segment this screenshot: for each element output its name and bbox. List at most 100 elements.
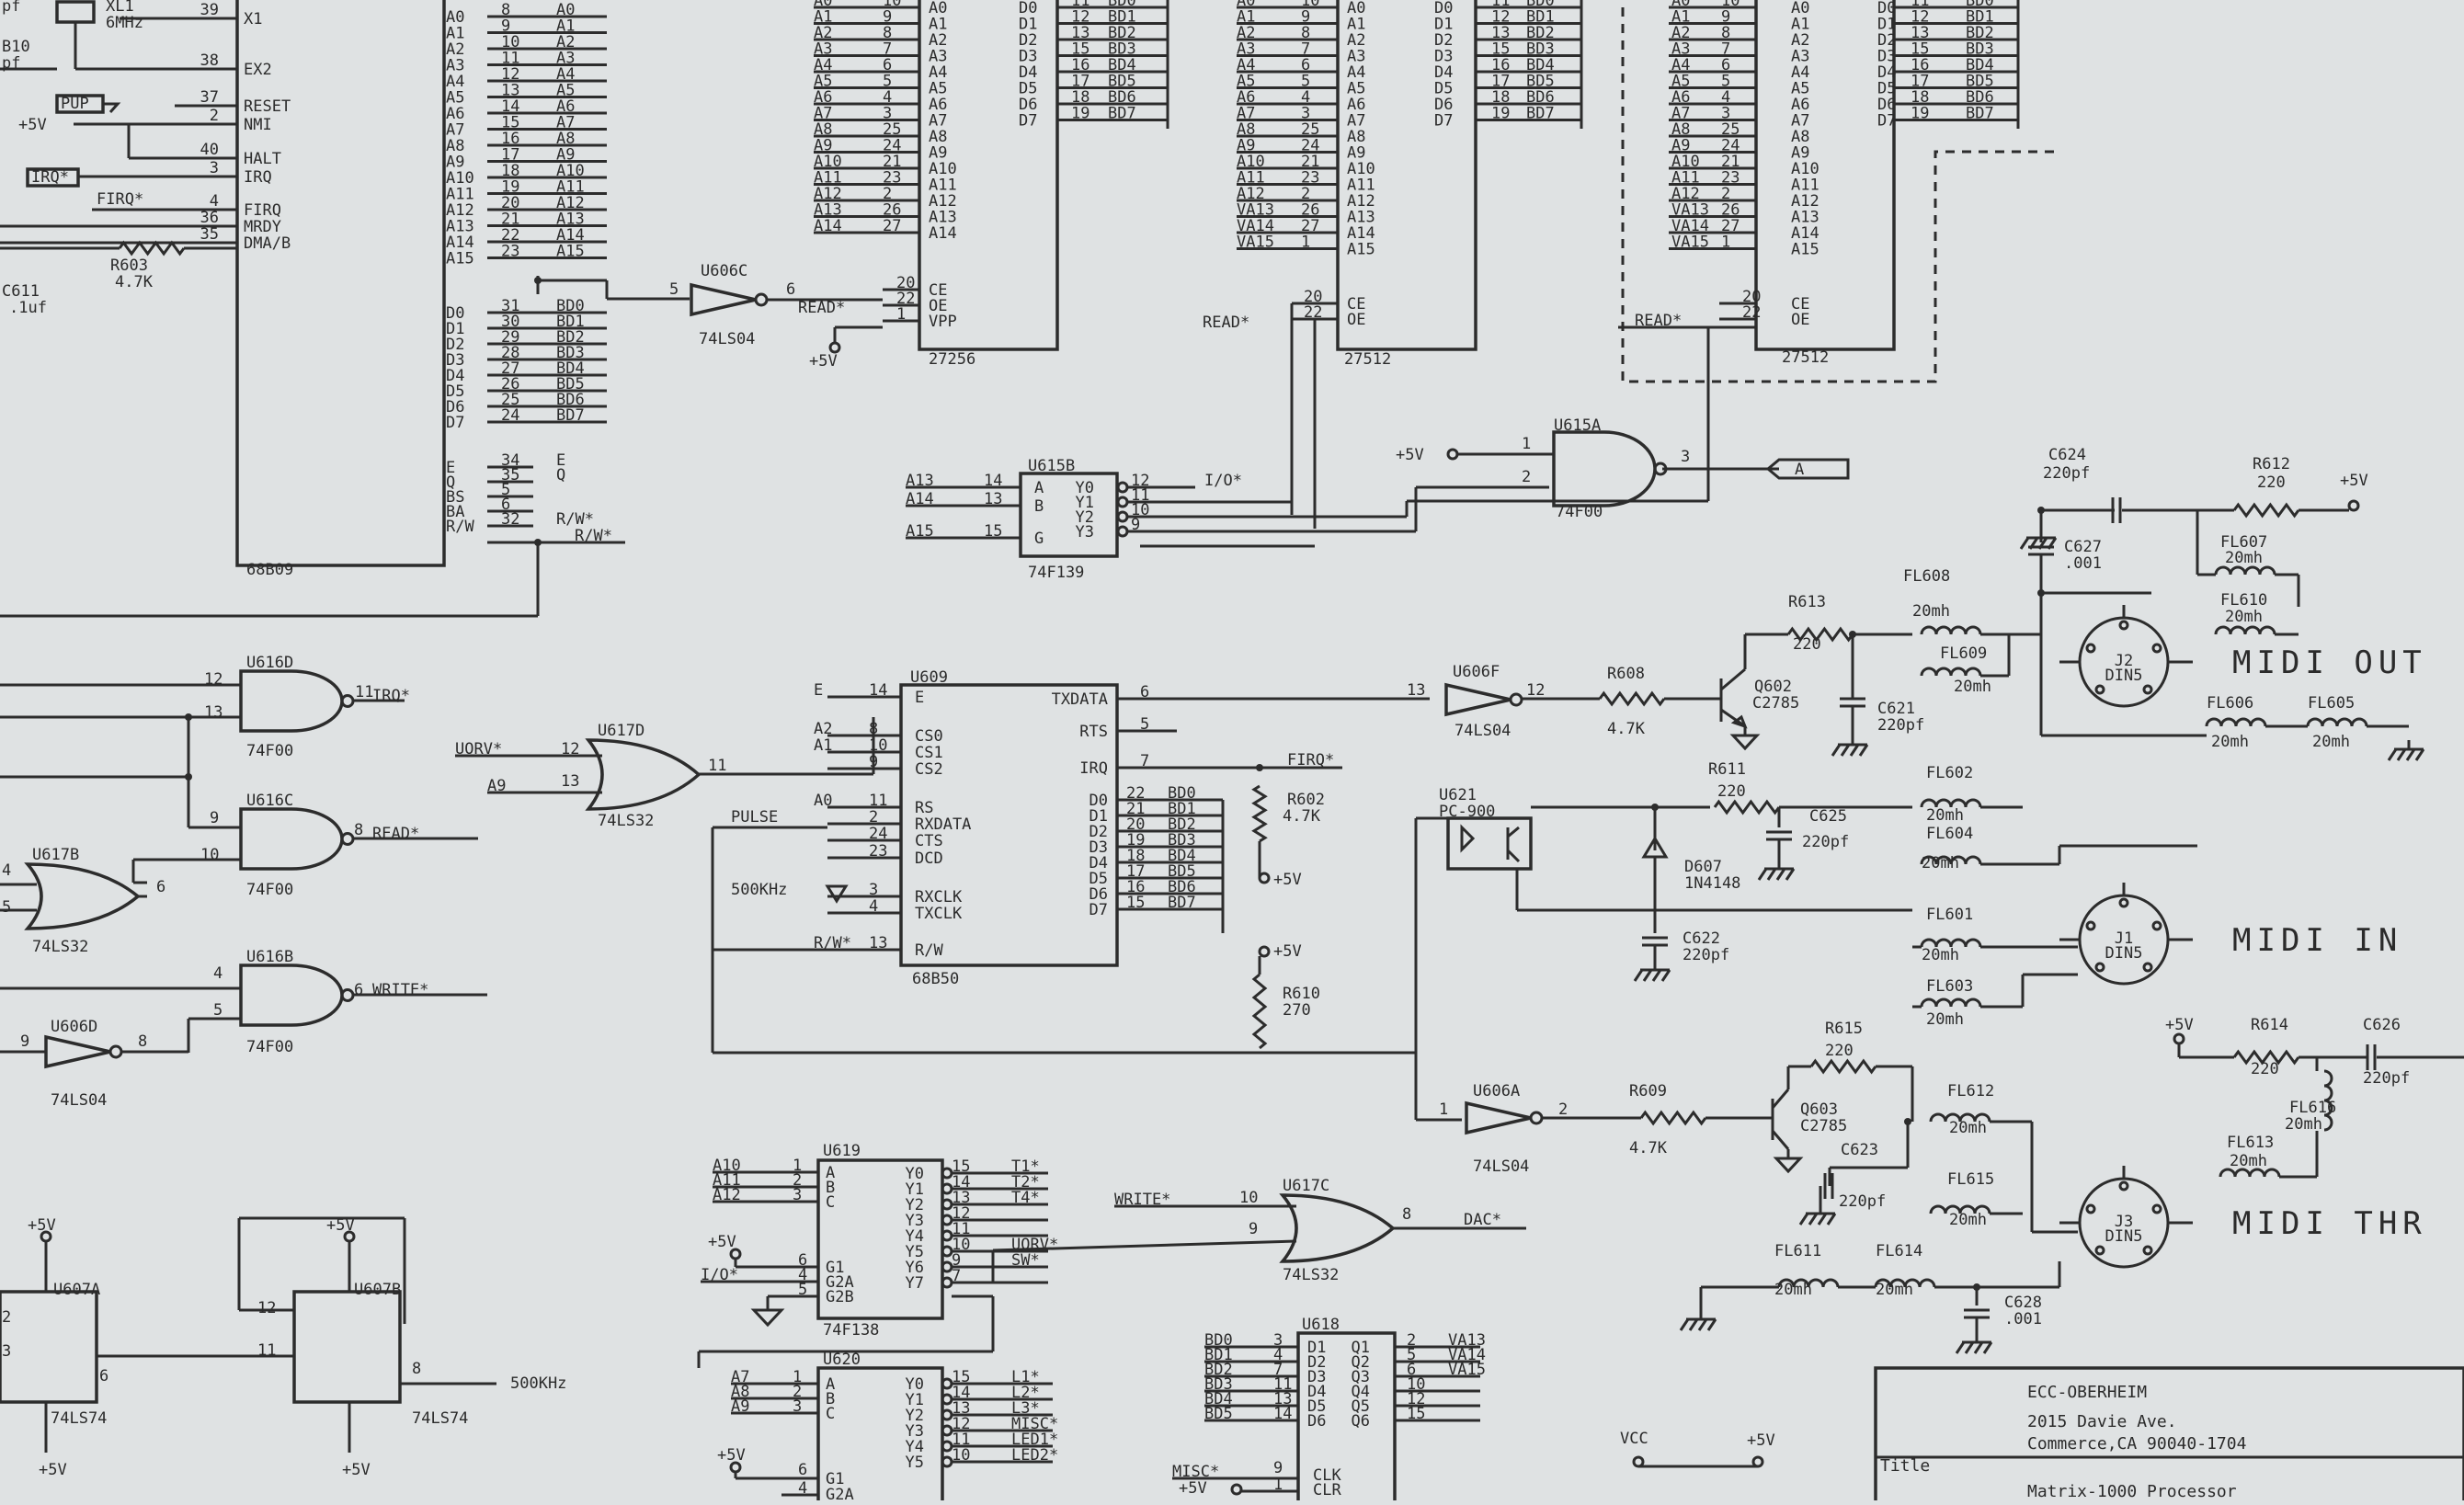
ground-symbol <box>1633 961 1671 982</box>
eprom-address-pin: A9 <box>1347 144 1365 163</box>
resistor-symbol <box>1786 626 1854 643</box>
c626-value: 220pf <box>2363 1069 2410 1088</box>
eprom-data-pin: D1 <box>1019 16 1037 34</box>
address-net: A9 <box>1237 137 1255 155</box>
r608-ref: R608 <box>1607 665 1645 683</box>
pin-number: 7 <box>883 40 892 59</box>
pin-number: 7 <box>1140 752 1149 770</box>
acia-pin: RTS <box>1079 723 1108 741</box>
q602-type: C2785 <box>1752 694 1799 713</box>
pin-number: 21 <box>1126 800 1145 818</box>
cpu-ctl-pin: BA <box>446 503 464 521</box>
address-net: A13 <box>814 201 842 220</box>
pin-number: 9 <box>1301 8 1310 27</box>
read-net-label: READ* <box>372 825 419 843</box>
data-net: BD7 <box>1966 105 1994 123</box>
inductor-symbol <box>1920 938 1982 948</box>
acia-data-pin: D6 <box>1089 885 1108 904</box>
pin-number: 20 <box>1304 288 1322 306</box>
pin-number: 4 <box>798 1479 807 1498</box>
eprom-address-pin: A12 <box>1347 192 1375 211</box>
cpu-pin-number: 35 <box>200 225 219 244</box>
data-net: BD3 <box>1526 40 1555 59</box>
address-net: A7 <box>814 105 832 123</box>
resistor-symbol <box>1809 1058 1877 1075</box>
eprom-address-pin: A9 <box>929 144 947 163</box>
decoder-pin: Y3 <box>906 1422 924 1441</box>
pin-number: 13 <box>1273 1390 1292 1408</box>
pin-number: 11 <box>1131 486 1149 505</box>
inversion-bubble <box>941 1377 953 1390</box>
pin-number: 6 <box>786 280 795 299</box>
address-net: A12 <box>1671 185 1700 203</box>
cpu-ref: 68B09 <box>246 561 293 579</box>
eprom-address-pin: A7 <box>929 112 947 131</box>
pin-number: 22 <box>896 290 915 308</box>
d607-ref: D607 <box>1684 858 1722 876</box>
eprom-data-pin: D1 <box>1434 16 1453 34</box>
cpu-pin-number: 6 <box>501 496 510 514</box>
address-net: A12 <box>814 185 842 203</box>
nand-gate <box>239 963 344 1027</box>
midi-port-label: MIDI THR <box>2232 1205 2427 1242</box>
address-net: A0 <box>556 1 575 19</box>
ferrite-value: 20mh <box>2225 549 2263 567</box>
eprom-address-pin: A9 <box>1791 144 1809 163</box>
address-net: A12 <box>1237 185 1265 203</box>
decoder-pin: Y3 <box>906 1212 924 1230</box>
rw-net-label: R/W* <box>575 527 612 545</box>
decoder-output-net: T4* <box>1011 1189 1040 1207</box>
acia-pin: RXDATA <box>915 815 971 834</box>
data-net: BD5 <box>1204 1405 1233 1423</box>
pin-number: 18 <box>1126 847 1145 865</box>
pin-number: 5 <box>1721 73 1730 91</box>
resistor-symbol <box>2232 1049 2300 1066</box>
ferrite-ref: FL601 <box>1926 906 1973 924</box>
latch-pin: D2 <box>1307 1353 1326 1372</box>
data-net: BD5 <box>1966 73 1994 91</box>
pin-number: 8 <box>869 720 878 738</box>
decoder-output-net: MISC* <box>1011 1415 1058 1433</box>
decoder-pin: Y0 <box>906 1375 924 1394</box>
c624-value: 220pf <box>2043 464 2090 483</box>
u617d-ref: U617D <box>598 722 645 740</box>
connector-pin <box>2085 920 2096 931</box>
cpu-pin-number: 9 <box>501 17 510 36</box>
cpu-pin-name: HALT <box>244 150 281 168</box>
connector-type: DIN5 <box>2105 1227 2143 1246</box>
pin-number: 25 <box>1721 120 1740 139</box>
pin-number: 5 <box>2 898 11 917</box>
inductor-symbol <box>2214 565 2276 576</box>
u617d-type: 74LS32 <box>598 812 654 830</box>
data-net: BD3 <box>1108 40 1136 59</box>
pin-number: 24 <box>869 825 887 843</box>
pin-number: 9 <box>1721 8 1730 27</box>
pin-number: 13 <box>1911 24 1929 42</box>
ground-symbol <box>1679 1310 1717 1331</box>
cpu-pin-number: 20 <box>501 194 519 212</box>
eprom-data-pin: D1 <box>1877 16 1896 34</box>
eprom-ctl-pin: OE <box>929 297 947 315</box>
resistor-symbol <box>1598 690 1666 707</box>
firq-net-label: FIRQ* <box>1287 751 1334 770</box>
read-net-label: READ* <box>1635 312 1682 330</box>
inverter-gate <box>1444 682 1511 717</box>
eprom-address-pin: A3 <box>1347 48 1365 66</box>
vcc-circle <box>729 1461 742 1474</box>
pin-number: 13 <box>869 934 887 952</box>
pin-number: 25 <box>883 120 901 139</box>
latch-pin: Q2 <box>1352 1353 1370 1372</box>
decoder-output-net: T2* <box>1011 1173 1040 1191</box>
cpu-pin-number: 14 <box>501 97 519 116</box>
c624-ref: C624 <box>2048 446 2086 464</box>
eprom-address-pin: A1 <box>1791 16 1809 34</box>
cpu-address-pin: A8 <box>446 137 464 155</box>
decoder-output-net: T1* <box>1011 1157 1040 1176</box>
pin-number: 2 <box>1522 468 1531 486</box>
q603-type: C2785 <box>1800 1117 1847 1135</box>
address-net: A8 <box>556 130 575 148</box>
pin-number: 22 <box>1742 303 1761 322</box>
clock-flag-triangle <box>825 884 849 904</box>
resistor-symbol <box>1713 799 1781 815</box>
vcc-circle <box>1258 872 1271 884</box>
